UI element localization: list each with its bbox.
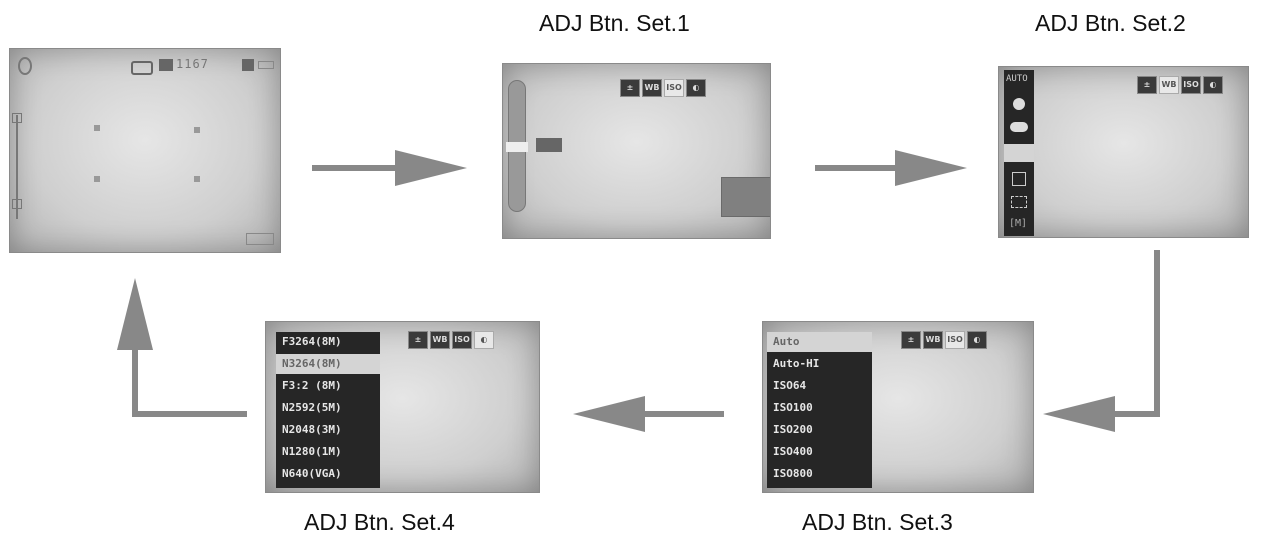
arrow-set1-to-set2 xyxy=(815,150,967,186)
arrow-set4-to-live xyxy=(117,278,247,417)
icon-bar-set2: ± WB ISO ◐ xyxy=(1137,76,1225,94)
iso-icon: ISO xyxy=(1181,76,1201,94)
iso-icon: ISO xyxy=(664,79,684,97)
stabilizer-icon xyxy=(246,233,274,245)
zoom-plus-icon xyxy=(12,113,22,123)
iso-icon: ISO xyxy=(945,331,965,349)
wb-icon: WB xyxy=(923,331,943,349)
shots-remaining: 1167 xyxy=(176,57,209,71)
focus-mark-icon xyxy=(194,127,200,133)
custom-icon xyxy=(1011,196,1027,208)
zoom-minus-icon xyxy=(12,199,22,209)
slider-thumb-icon xyxy=(506,142,528,152)
arrow-set2-to-set3 xyxy=(1043,250,1160,432)
size-option: N2048(3M) xyxy=(282,423,342,436)
quality-icon: ◐ xyxy=(1203,76,1223,94)
af-target-icon xyxy=(721,177,770,217)
fluorescent-icon xyxy=(1012,172,1026,186)
iso-option: ISO400 xyxy=(773,445,813,458)
memory-icon xyxy=(242,59,254,71)
wb-menu: AUTO [M] xyxy=(1004,70,1034,236)
ev-icon: ± xyxy=(408,331,428,349)
focus-mark-icon xyxy=(194,176,200,182)
icon-bar-set1: ± WB ISO ◐ xyxy=(620,79,708,97)
zoom-bar xyxy=(16,115,18,219)
tungsten-icon xyxy=(1004,144,1034,162)
caption-set3: ADJ Btn. Set.3 xyxy=(802,509,953,535)
caption-set1: ADJ Btn. Set.1 xyxy=(539,10,690,36)
wb-icon: WB xyxy=(642,79,662,97)
sunny-icon xyxy=(1013,98,1025,110)
wb-option-manual: [M] xyxy=(1009,218,1028,229)
battery-icon xyxy=(258,61,274,69)
arrow-set3-to-set4 xyxy=(573,396,724,432)
image-size-icon xyxy=(159,59,173,71)
screen-adj-set3: Auto Auto-HI ISO64 ISO100 ISO200 ISO400 … xyxy=(762,321,1034,493)
wb-icon: WB xyxy=(1159,76,1179,94)
iso-option: ISO200 xyxy=(773,423,813,436)
size-option: F3264(8M) xyxy=(282,335,342,348)
iso-option: ISO800 xyxy=(773,467,813,480)
icon-bar-set3: ± WB ISO ◐ xyxy=(901,331,989,349)
iso-option: Auto-HI xyxy=(773,357,820,370)
wb-icon: WB xyxy=(430,331,450,349)
caption-set4: ADJ Btn. Set.4 xyxy=(304,509,455,535)
iso-option: Auto xyxy=(767,332,872,352)
size-option: N3264(8M) xyxy=(276,354,380,374)
wb-option-auto: AUTO xyxy=(1006,74,1028,84)
caption-set2: ADJ Btn. Set.2 xyxy=(1035,10,1186,36)
camera-icon xyxy=(131,61,153,75)
flash-icon xyxy=(18,57,32,75)
focus-mark-icon xyxy=(94,176,100,182)
ev-icon: ± xyxy=(901,331,921,349)
ev-value-icon xyxy=(536,138,562,152)
quality-icon: ◐ xyxy=(967,331,987,349)
iso-menu: Auto Auto-HI ISO64 ISO100 ISO200 ISO400 … xyxy=(767,332,872,488)
quality-icon: ◐ xyxy=(686,79,706,97)
size-option: N640(VGA) xyxy=(282,467,342,480)
screen-adj-set2: AUTO [M] ± WB ISO ◐ xyxy=(998,66,1249,238)
screen-adj-set1: ± WB ISO ◐ xyxy=(502,63,771,239)
size-option: N1280(1M) xyxy=(282,445,342,458)
icon-bar-set4: ± WB ISO ◐ xyxy=(408,331,496,349)
iso-option: ISO64 xyxy=(773,379,807,392)
focus-mark-icon xyxy=(94,125,100,131)
screen-adj-set4: F3264(8M) N3264(8M) F3:2 (8M) N2592(5M) … xyxy=(265,321,540,493)
iso-option: ISO100 xyxy=(773,401,813,414)
cloudy-icon xyxy=(1010,122,1028,132)
ev-icon: ± xyxy=(1137,76,1157,94)
size-option: N2592(5M) xyxy=(282,401,342,414)
arrow-live-to-set1 xyxy=(312,150,467,186)
size-option: F3:2 (8M) xyxy=(282,379,342,392)
iso-icon: ISO xyxy=(452,331,472,349)
ev-icon: ± xyxy=(620,79,640,97)
quality-icon: ◐ xyxy=(474,331,494,349)
screen-live-view: 1167 xyxy=(9,48,281,253)
size-menu: F3264(8M) N3264(8M) F3:2 (8M) N2592(5M) … xyxy=(276,332,380,488)
